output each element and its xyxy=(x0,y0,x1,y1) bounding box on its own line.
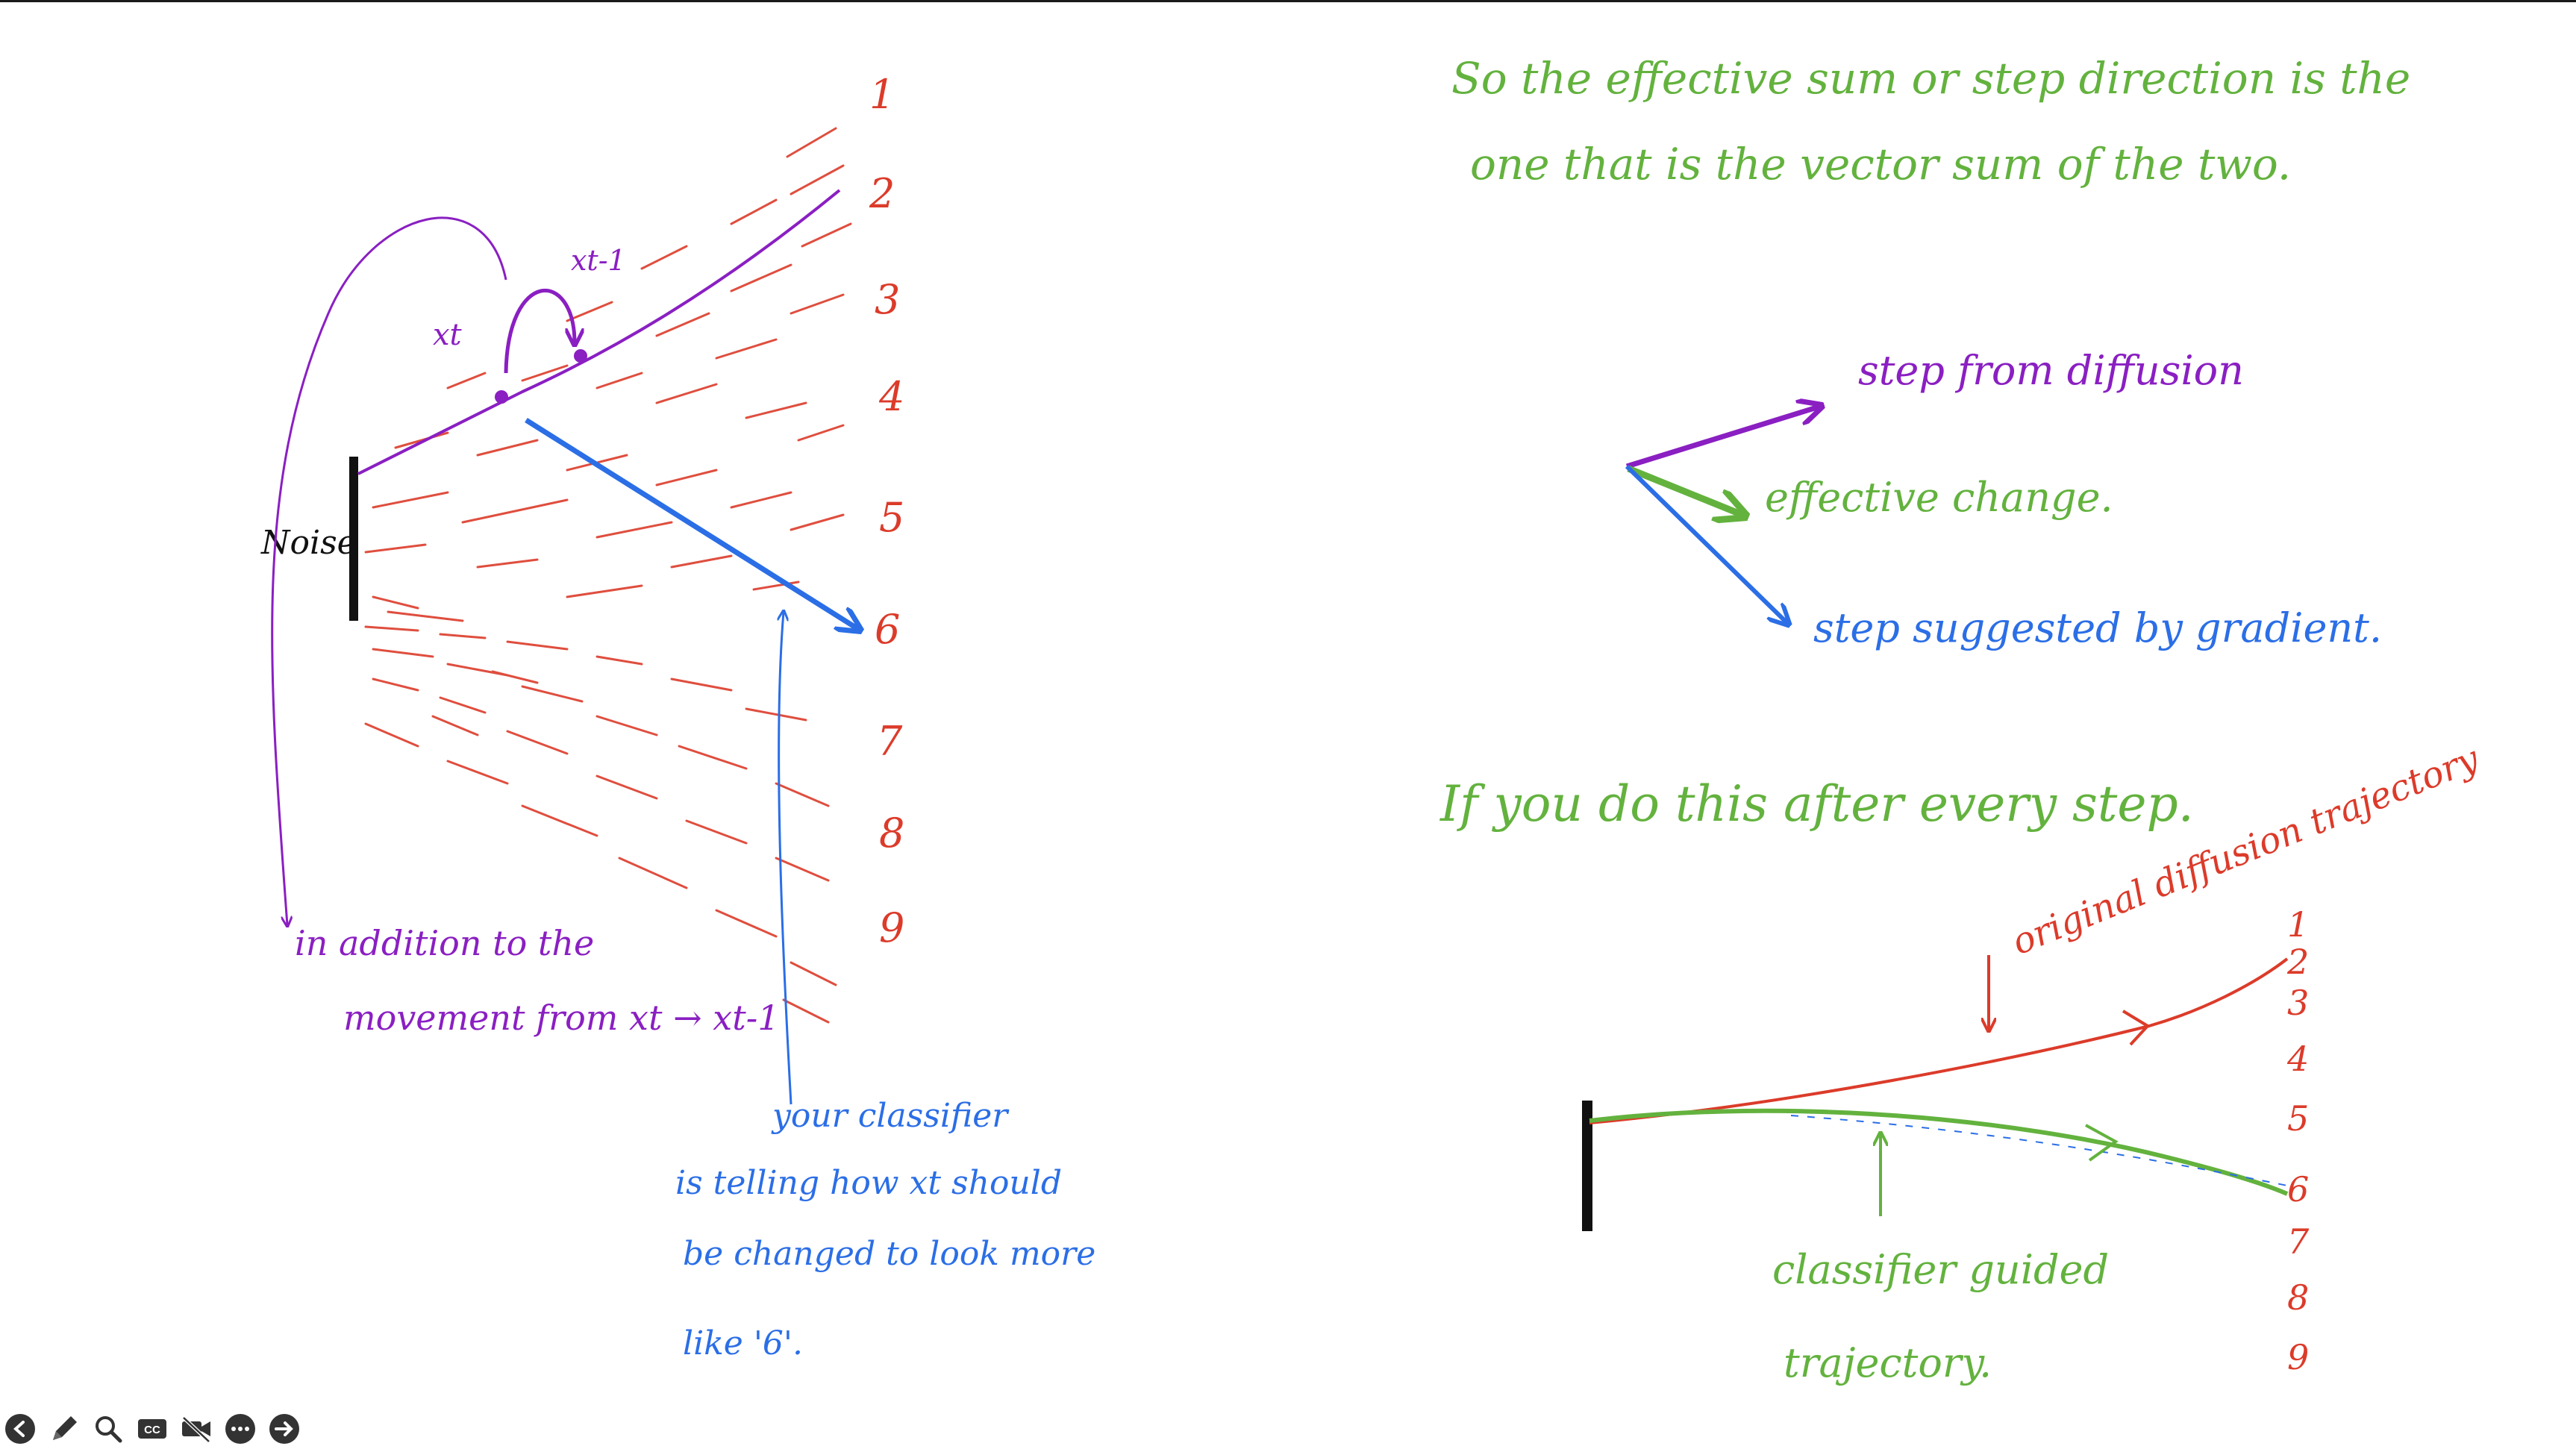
captions-icon: CC xyxy=(138,1419,166,1439)
left-digit-5: 5 xyxy=(879,494,904,541)
classifier-gradient-arrow xyxy=(525,418,858,629)
right-digit-labels: 1 2 3 4 5 6 7 8 9 xyxy=(2286,904,2310,1377)
captions-icon-text: CC xyxy=(144,1424,160,1436)
blue-note-line3: be changed to look more xyxy=(683,1235,1095,1273)
vector-diagram: step from diffusion effective change. st… xyxy=(1625,347,2382,651)
left-digit-1: 1 xyxy=(869,71,895,118)
original-trajectory-chevron xyxy=(2122,1010,2151,1046)
xt1-label: xt-1 xyxy=(571,244,626,277)
blue-note-line1: your classifier xyxy=(771,1097,1010,1135)
guided-trajectory-chevron xyxy=(2085,1124,2119,1162)
diffusion-step-vector xyxy=(1625,407,1819,469)
forward-button[interactable] xyxy=(267,1412,301,1446)
effective-change-vector xyxy=(1627,465,1742,515)
pen-button[interactable] xyxy=(47,1412,81,1446)
left-digit-8: 8 xyxy=(879,810,904,857)
original-diffusion-trajectory xyxy=(1589,957,2289,1124)
diffusion-hatching xyxy=(364,127,852,1024)
search-button[interactable] xyxy=(91,1412,125,1446)
left-digit-9: 9 xyxy=(879,904,904,951)
blue-connector xyxy=(779,612,793,1105)
blue-note-line4: like '6'. xyxy=(683,1324,803,1362)
pen-icon xyxy=(53,1416,77,1440)
captions-button[interactable]: CC xyxy=(135,1412,169,1446)
classifier-guided-trajectory xyxy=(1589,1108,2289,1196)
left-digit-4: 4 xyxy=(878,373,904,420)
purple-note-line1: in addition to the xyxy=(295,923,594,963)
guided-label-line1: classifier guided xyxy=(1772,1246,2109,1293)
right-digit-6: 6 xyxy=(2287,1169,2309,1210)
diffusion-step-label: step from diffusion xyxy=(1858,347,2244,394)
gradient-step-vector xyxy=(1625,464,1787,623)
xt1-point xyxy=(574,349,587,363)
left-diagram: Noise xt xt-1 1 2 3 4 5 6 7 8 9 in addit… xyxy=(260,71,1095,1362)
right-digit-2: 2 xyxy=(2286,942,2309,982)
classifier-guided-trajectory-dash xyxy=(1790,1115,2292,1187)
guided-label-line2: trajectory. xyxy=(1783,1339,1992,1386)
right-digit-9: 9 xyxy=(2287,1337,2309,1377)
right-digit-5: 5 xyxy=(2287,1098,2309,1139)
top-border xyxy=(0,0,2576,2)
right-digit-7: 7 xyxy=(2287,1221,2310,1262)
more-icon xyxy=(225,1414,255,1444)
xt-point xyxy=(495,390,508,404)
back-button[interactable] xyxy=(3,1412,37,1446)
video-off-icon xyxy=(182,1416,210,1443)
search-icon xyxy=(96,1416,122,1443)
playback-toolbar: CC xyxy=(3,1410,301,1448)
diffusion-trajectory xyxy=(357,189,841,475)
xt-to-xt1-arrow xyxy=(504,288,575,374)
noise-bar xyxy=(349,457,358,621)
header-line1: So the effective sum or step direction i… xyxy=(1451,53,2410,104)
blue-note-line2: is telling how xt should xyxy=(675,1164,1062,1202)
back-icon xyxy=(5,1414,35,1444)
blue-note: your classifier is telling how xt should… xyxy=(675,1097,1095,1362)
left-digit-labels: 1 2 3 4 5 6 7 8 9 xyxy=(869,71,904,951)
forward-icon xyxy=(269,1414,299,1444)
left-digit-7: 7 xyxy=(877,718,903,765)
left-digit-6: 6 xyxy=(875,606,900,653)
xt-label: xt xyxy=(433,318,463,352)
original-trajectory-label: original diffusion trajectory xyxy=(2007,737,2486,963)
noise-bar-right xyxy=(1582,1101,1592,1231)
guided-trajectory-label: classifier guided trajectory. xyxy=(1772,1246,2109,1386)
purple-note-line2: movement from xt → xt-1 xyxy=(343,998,780,1038)
right-panel: So the effective sum or step direction i… xyxy=(1439,53,2485,1386)
more-button[interactable] xyxy=(223,1412,257,1446)
effective-change-label: effective change. xyxy=(1765,474,2113,521)
header-note: So the effective sum or step direction i… xyxy=(1451,53,2410,190)
purple-connector xyxy=(271,216,507,925)
repeat-note: If you do this after every step. xyxy=(1439,775,2194,833)
gradient-step-label: step suggested by gradient. xyxy=(1813,604,2382,651)
purple-note: in addition to the movement from xt → xt… xyxy=(295,923,780,1038)
video-off-button[interactable] xyxy=(179,1412,213,1446)
right-digit-8: 8 xyxy=(2287,1277,2309,1318)
right-digit-4: 4 xyxy=(2286,1039,2309,1079)
left-digit-2: 2 xyxy=(869,170,895,217)
right-digit-1: 1 xyxy=(2287,904,2309,945)
left-digit-3: 3 xyxy=(875,276,900,323)
right-digit-3: 3 xyxy=(2287,983,2309,1023)
header-line2: one that is the vector sum of the two. xyxy=(1470,139,2291,190)
